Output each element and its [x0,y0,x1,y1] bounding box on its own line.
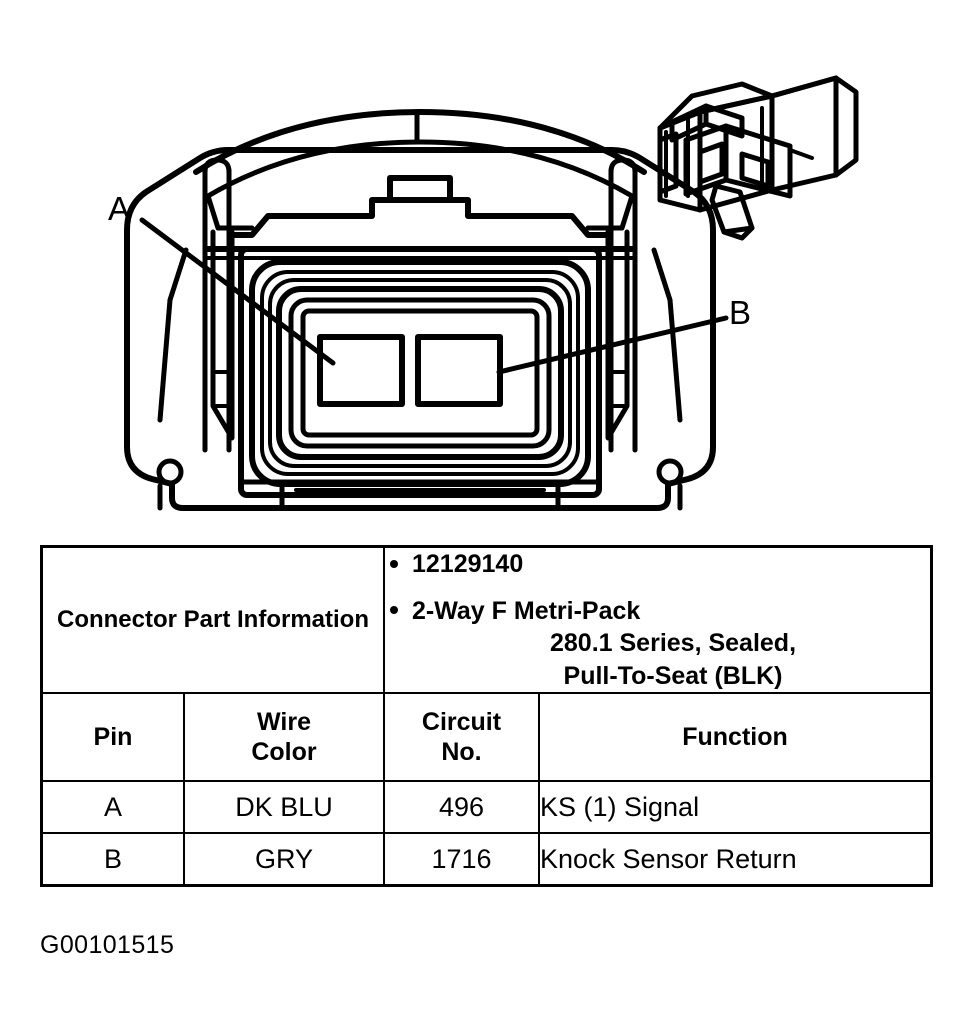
column-header-circuit-no: Circuit No. [383,692,540,782]
bullet-icon [390,559,398,568]
callout-label-a: A [108,190,131,227]
table-row: A DK BLU 496 KS (1) Signal [41,780,933,834]
part-desc-line-1: 2-Way F Metri-Pack [412,596,641,625]
list-item: 12129140 [385,548,930,581]
list-item: 2-Way F Metri-Pack 280.1 Series, Sealed,… [385,595,930,693]
cell-circuit-no: 496 [383,780,540,834]
connector-line-art [124,75,859,511]
connector-figure: A B [108,75,859,511]
connector-isometric-view [657,75,859,241]
column-header-function: Function [537,692,933,782]
connector-face-view [124,109,716,511]
callout-label-b: B [729,294,752,331]
connector-part-information-label: Connector Part Information [41,546,385,694]
part-info-line-2: Information [237,606,370,634]
part-number: 12129140 [412,550,524,578]
callout-leader-lines [139,217,729,375]
connector-info-table: Connector Part Information 12129140 2-Wa… [39,545,934,887]
part-bullet-list: 12129140 2-Way F Metri-Pack 280.1 Series… [385,548,930,692]
cell-wire-color: DK BLU [183,780,385,834]
leader-line-b [496,315,729,375]
cell-circuit-no: 1716 [383,832,540,886]
cell-wire-color: GRY [183,832,385,886]
part-desc-line-2: 280.1 Series, Sealed, [550,629,797,657]
table-row: B GRY 1716 Knock Sensor Return [41,832,933,886]
table-header-row: Pin Wire Color Circuit No. Function [41,692,933,782]
cell-pin: A [41,780,185,834]
table-row-part-info: Connector Part Information 12129140 2-Wa… [41,546,933,694]
column-header-wire-color: Wire Color [183,692,385,782]
bullet-icon [390,606,398,614]
cell-function: Knock Sensor Return [537,832,933,886]
leader-line-a [139,217,336,366]
column-header-pin: Pin [41,692,185,782]
connector-part-details: 12129140 2-Way F Metri-Pack 280.1 Series… [382,546,933,694]
cell-function: KS (1) Signal [537,780,933,834]
part-desc-line-3: Pull-To-Seat (BLK) [563,661,783,690]
cell-pin: B [41,832,185,886]
terminal-cavity-a [317,334,405,407]
part-info-line-1: Connector Part [56,606,231,634]
figure-id-caption: G00101515 [40,931,175,959]
